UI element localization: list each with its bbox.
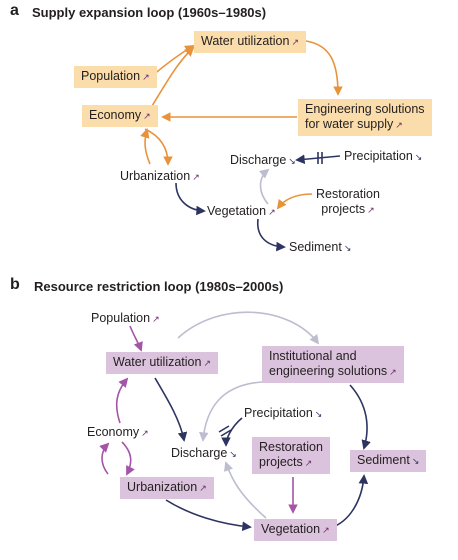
node-b-population: Population↗ — [90, 311, 161, 327]
trend-up-icon: ↗ — [291, 37, 300, 47]
node-b-sediment: Sediment↘ — [350, 450, 427, 472]
node-b-vegetation: Vegetation↗ — [254, 519, 337, 541]
edge-b-precipitation-to-discharge — [221, 417, 243, 447]
node-b-economy: Economy↗ — [86, 425, 150, 441]
trend-up-icon: ↗ — [304, 458, 313, 468]
panel-a-letter: a — [10, 2, 19, 19]
panel-a-title: Supply expansion loop (1960s–1980s) — [32, 5, 267, 20]
node-b-precipitation: Precipitation↘ — [243, 406, 323, 422]
trend-up-icon: ↗ — [192, 172, 200, 182]
node-a-vegetation: Vegetation↗ — [206, 204, 277, 220]
node-a-engineering-solutions: Engineering solutions for water supply↗ — [298, 99, 432, 136]
trend-up-icon: ↗ — [141, 428, 149, 438]
edge-b-water-to-institutional — [177, 311, 320, 345]
node-b-water-utilization: Water utilization↗ — [106, 352, 219, 374]
node-a-restoration-projects: Restoration projects↗ — [315, 187, 381, 218]
node-a-precipitation: Precipitation↘ — [343, 149, 423, 165]
trend-up-icon: ↗ — [395, 120, 403, 130]
label: Discharge — [230, 153, 287, 167]
label: Urbanization — [127, 480, 198, 494]
edge-b-precipitation-bar2 — [220, 429, 232, 437]
label: Precipitation — [344, 149, 413, 163]
edge-a-vegetation-to-discharge — [259, 168, 270, 205]
node-a-urbanization: Urbanization↗ — [119, 169, 201, 185]
edge-b-precipitation-bar1 — [218, 425, 230, 433]
trend-up-icon: ↗ — [143, 111, 151, 121]
edge-b-economy-to-urbanization — [121, 441, 135, 476]
label-line1: Engineering solutions — [305, 102, 425, 116]
label: Population — [91, 311, 151, 325]
node-b-restoration-projects: Restoration projects↗ — [252, 437, 330, 474]
label-line2: projects — [321, 202, 366, 216]
panel-b-title: Resource restriction loop (1980s–2000s) — [34, 279, 284, 294]
node-b-discharge: Discharge↘ — [170, 446, 238, 462]
label: Vegetation — [207, 204, 267, 218]
node-b-institutional-engineering: Institutional and engineering solutions↗ — [262, 346, 404, 383]
trend-up-icon: ↗ — [322, 525, 330, 535]
node-a-discharge: Discharge↘ — [229, 153, 297, 169]
label: Precipitation — [244, 406, 313, 420]
trend-up-icon: ↗ — [152, 314, 160, 324]
label: Water utilization — [201, 34, 290, 48]
edge-a-vegetation-to-sediment — [257, 218, 286, 252]
trend-up-icon: ↗ — [203, 358, 212, 368]
label: Economy — [87, 425, 140, 439]
edge-b-urbanization-to-vegetation — [165, 499, 252, 532]
label: Sediment — [289, 240, 342, 254]
edge-b-urbanization-to-economy — [99, 442, 110, 475]
trend-up-icon: ↗ — [199, 483, 207, 493]
label: Population — [81, 69, 141, 83]
trend-up-icon: ↗ — [389, 367, 397, 377]
trend-up-icon: ↗ — [142, 72, 150, 82]
edge-a-water-to-engineering — [305, 40, 343, 96]
trend-down-icon: ↘ — [411, 456, 420, 466]
label: Water utilization — [113, 355, 202, 369]
panel-b-letter: b — [10, 276, 20, 293]
label-line1: Restoration — [316, 187, 380, 201]
edge-b-institutional-to-sediment — [349, 384, 371, 450]
trend-down-icon: ↘ — [288, 156, 296, 166]
trend-down-icon: ↘ — [229, 449, 237, 459]
label: Sediment — [357, 453, 410, 467]
label-line2: projects — [259, 455, 303, 469]
label: Vegetation — [261, 522, 321, 536]
label-line1: Institutional and — [269, 349, 357, 363]
label: Discharge — [171, 446, 228, 460]
label: Economy — [89, 108, 142, 122]
label: Urbanization — [120, 169, 191, 183]
edge-a-population-to-water — [151, 45, 195, 77]
node-a-population: Population↗ — [74, 66, 157, 88]
trend-down-icon: ↘ — [343, 243, 352, 253]
panel-b-edges — [99, 311, 371, 532]
edge-b-vegetation-to-discharge — [224, 461, 267, 519]
label-line1: Restoration — [259, 440, 323, 454]
trend-down-icon: ↘ — [314, 409, 323, 419]
edge-b-institutional-to-discharge — [198, 381, 263, 442]
label-line2: engineering solutions — [269, 364, 388, 378]
edge-a-urbanization-to-vegetation — [175, 182, 206, 216]
edge-b-population-to-water — [129, 325, 143, 352]
trend-down-icon: ↘ — [414, 152, 423, 162]
node-a-sediment: Sediment↘ — [288, 240, 352, 256]
node-b-urbanization: Urbanization↗ — [120, 477, 214, 499]
node-a-economy: Economy↗ — [82, 105, 158, 127]
label-line2: for water supply — [305, 117, 394, 131]
node-a-water-utilization: Water utilization↗ — [194, 31, 307, 53]
trend-up-icon: ↗ — [268, 207, 276, 217]
edge-a-restoration-to-vegetation — [276, 193, 313, 210]
trend-up-icon: ↗ — [367, 205, 375, 215]
edge-a-urbanization-to-economy — [140, 128, 151, 165]
edge-a-economy-to-water — [151, 46, 195, 107]
edge-b-economy-to-water — [115, 377, 129, 424]
edge-b-water-to-discharge — [154, 377, 188, 442]
